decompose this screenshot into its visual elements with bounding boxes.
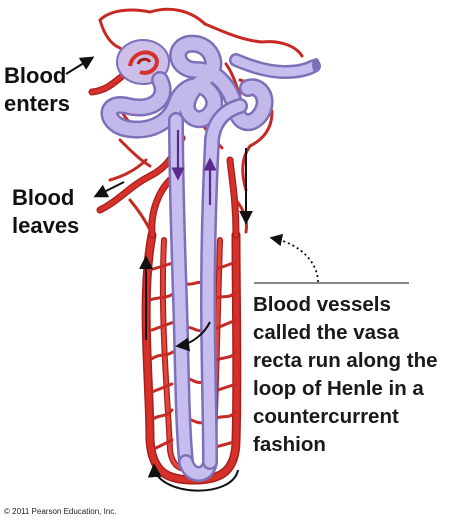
blood-leaves-line-1: Blood: [12, 185, 75, 210]
callout-line: loop of Henle in a: [253, 377, 424, 400]
blood-enters-line-2: enters: [4, 91, 71, 116]
callout-line: countercurrent: [253, 405, 399, 428]
copyright-notice: © 2011 Pearson Education, Inc.: [4, 507, 117, 516]
inner-curve-arrow-icon: [175, 321, 211, 352]
callout-line: Blood vessels: [253, 293, 391, 316]
blood-enters-label: Blood enters: [4, 62, 70, 118]
blood-flow-arrows: [65, 56, 253, 492]
blood-leaves-label: Blood leaves: [12, 184, 79, 240]
bottom-curve-arrow-icon: [147, 463, 239, 492]
callout-pointer: [254, 233, 409, 284]
enter-arrow-icon: [65, 56, 95, 75]
tubule-flow-arrows: [171, 130, 217, 205]
leave-arrow-icon: [93, 181, 125, 198]
vasa-recta-callout: Blood vessels called the vasa recta run …: [253, 291, 473, 459]
blood-enters-line-1: Blood: [4, 63, 67, 88]
callout-line: fashion: [253, 433, 326, 456]
callout-line: called the vasa: [253, 321, 399, 344]
blood-leaves-line-2: leaves: [12, 213, 80, 238]
callout-line: recta run along the: [253, 349, 438, 372]
